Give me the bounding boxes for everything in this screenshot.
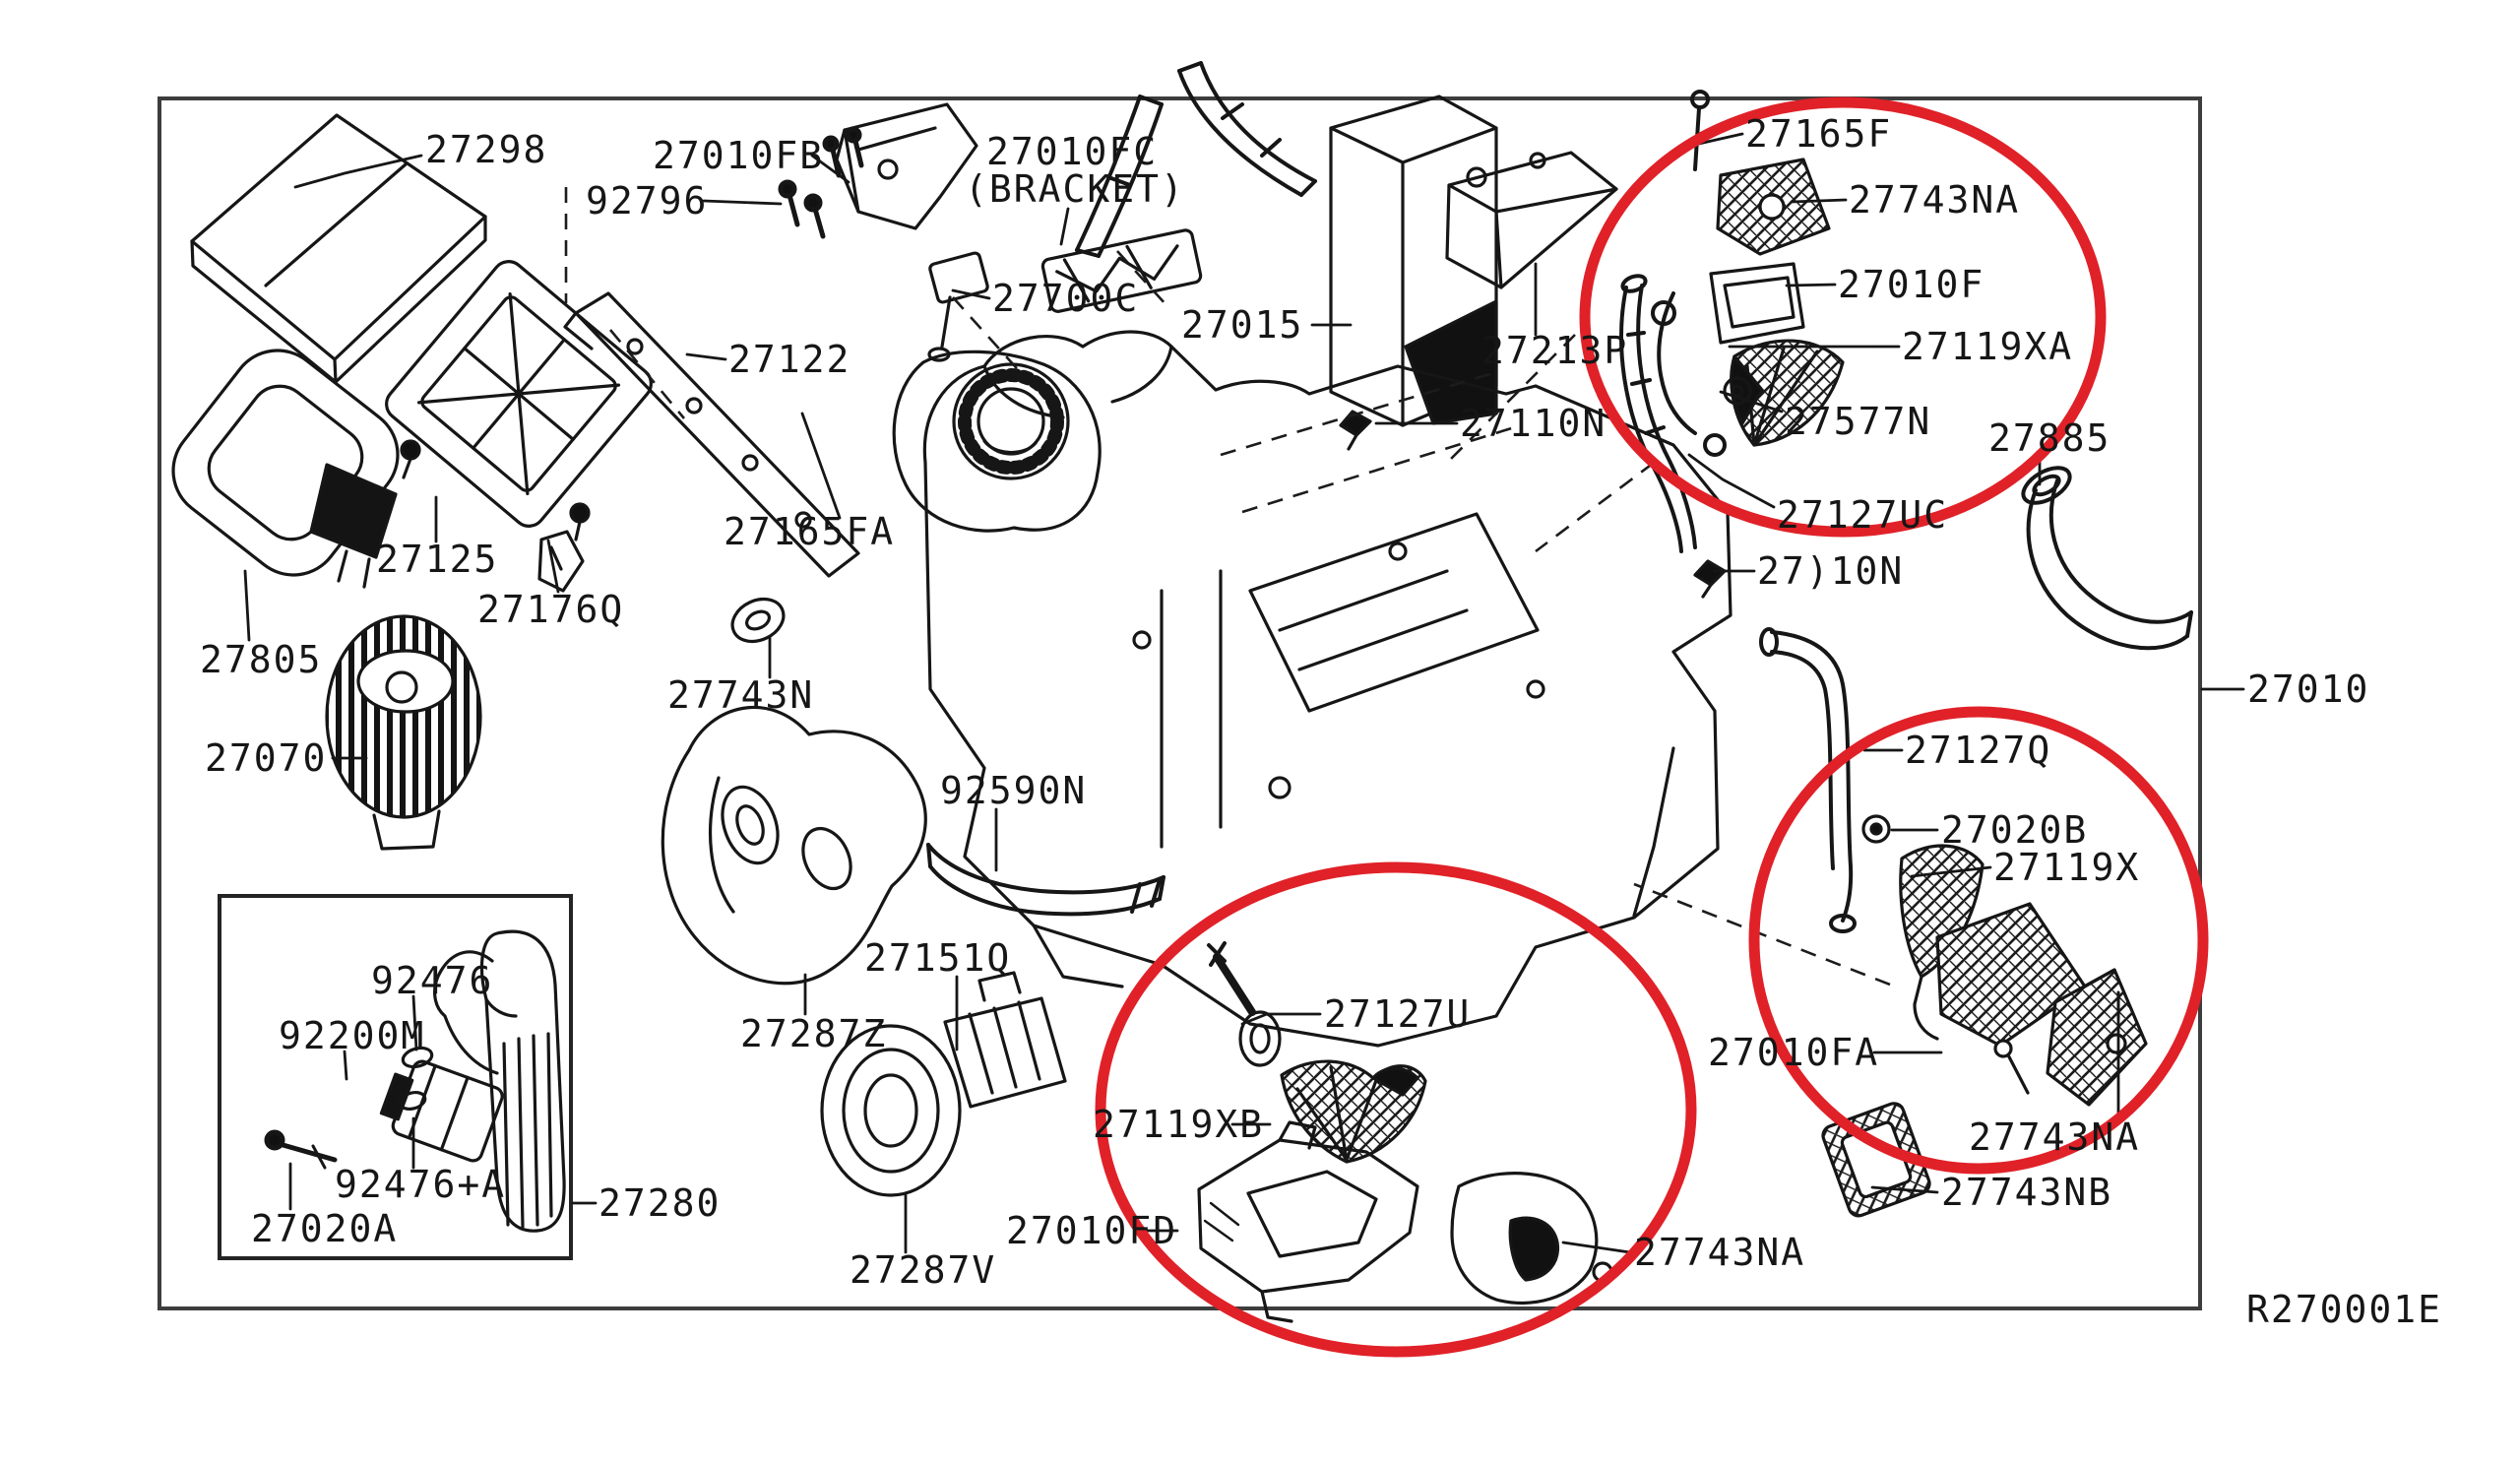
clip-27J10N-sketch xyxy=(1693,559,1727,599)
part-label-27805: 27805 xyxy=(200,638,323,681)
part-label-27020A: 27020A xyxy=(251,1207,399,1250)
part-label-27577N: 27577N xyxy=(1785,400,1932,443)
highlight-circles xyxy=(1095,96,2209,1358)
bracket-27010FC-sketch xyxy=(1040,228,1203,313)
part-label-27125: 27125 xyxy=(376,538,499,581)
tube-27127UC-sketch xyxy=(1619,274,1697,553)
highlight-circle-1 xyxy=(1579,96,2107,538)
cabin-filter-sketch xyxy=(190,113,487,384)
hose-92590N-sketch xyxy=(926,843,1166,917)
resistor-27151Q-sketch xyxy=(943,971,1067,1109)
part-label-27700C: 27700C xyxy=(992,277,1140,320)
heater-core-sketch xyxy=(1329,95,1498,427)
part-label-27280: 27280 xyxy=(598,1181,722,1225)
inset-box xyxy=(218,894,573,1260)
washer-92476A-sketch xyxy=(398,1090,427,1112)
part-label-27010FA: 27010FA xyxy=(1708,1031,1880,1074)
part-label-27165FA: 27165FA xyxy=(724,510,896,553)
actuator-27743NA-bottom-sketch xyxy=(1450,1172,1613,1305)
actuator-27743NA-top-sketch xyxy=(1716,158,1831,256)
part-label-27127UC: 27127UC xyxy=(1777,493,1949,537)
bracket-27010FB-sketch xyxy=(835,102,978,230)
part-label-27213P: 27213P xyxy=(1481,329,1629,372)
part-label-27151Q: 27151Q xyxy=(864,936,1012,980)
highlight-circle-3 xyxy=(1095,861,1697,1358)
part-label-2710N: 27)10N xyxy=(1757,549,1905,593)
link-rod-27577N-sketch xyxy=(1651,291,1727,457)
duct-27885-sketch xyxy=(2021,466,2193,651)
heater-pipes-sketch xyxy=(1075,61,1317,258)
dashed-guides xyxy=(564,187,1891,987)
part-label-27885: 27885 xyxy=(1988,416,2111,460)
link-arm-27127U-sketch xyxy=(1207,941,1282,1067)
part-label-27743NA: 27743NA xyxy=(1969,1115,2141,1159)
part-label-27010: 27010 xyxy=(2247,668,2370,711)
actuator-27010FA-sketch xyxy=(1935,902,2148,1107)
part-label-27010F: 27010F xyxy=(1838,263,1985,306)
highlight-circle-2 xyxy=(1748,706,2209,1175)
screws-92796-sketch xyxy=(778,126,864,239)
part-label-R270001E: R270001E xyxy=(2246,1288,2443,1331)
seal-ring-27287V-sketch xyxy=(820,1024,962,1197)
part-label-27010FC: 27010FC xyxy=(986,130,1159,173)
bracket-27010F-sketch xyxy=(1709,262,1805,345)
resistor-92200M-sketch xyxy=(379,1059,504,1163)
part-label-27127U: 27127U xyxy=(1324,992,1472,1036)
diagram-border xyxy=(158,96,2202,1310)
part-label-27743NA: 27743NA xyxy=(1634,1231,1806,1274)
part-label-27070: 27070 xyxy=(205,736,328,780)
part-label-27743NB: 27743NB xyxy=(1941,1171,2113,1214)
part-label-27020B: 27020B xyxy=(1941,808,2089,852)
bracket-27010FD-sketch xyxy=(1197,1120,1419,1323)
part-label-27165F: 27165F xyxy=(1745,112,1893,156)
hose-27127Q-sketch xyxy=(1759,627,1857,933)
blower-intake-ring-sketch xyxy=(892,350,1102,533)
part-label-27110N: 27110N xyxy=(1460,402,1607,445)
part-label-27176Q: 27176Q xyxy=(477,588,625,631)
part-label-27122: 27122 xyxy=(728,338,851,381)
part-label-27119X: 27119X xyxy=(1993,846,2141,889)
filter-frame-sketch xyxy=(385,260,653,528)
part-label-27119XA: 27119XA xyxy=(1902,325,2074,368)
part-label-27010FD: 27010FD xyxy=(1006,1209,1178,1252)
grommet-27020B-sketch xyxy=(1861,814,1891,844)
part-label-27010FB: 27010FB xyxy=(653,134,825,177)
part-label-92476+A: 92476+A xyxy=(335,1163,507,1206)
ball-joint-sketch xyxy=(1723,376,1752,406)
clip-27700C-sketch xyxy=(927,251,989,362)
intake-case-sketch xyxy=(661,705,927,986)
grommet-27743N-sketch xyxy=(730,597,786,644)
part-label-92796: 92796 xyxy=(586,179,709,223)
part-label-27298: 27298 xyxy=(425,128,548,171)
part-label-27127Q: 27127Q xyxy=(1905,729,2052,772)
frame-studs xyxy=(400,439,591,541)
vane-27119XB-sketch xyxy=(1280,1059,1427,1164)
part-label-27743NA: 27743NA xyxy=(1849,178,2021,222)
amp-27280-sketch xyxy=(433,929,566,1233)
rail-sketch xyxy=(563,291,860,578)
part-label-27015: 27015 xyxy=(1181,303,1304,347)
bracket-27176Q-sketch xyxy=(537,530,585,593)
part-label-27743N: 27743N xyxy=(667,673,815,717)
part-label-92200M: 92200M xyxy=(279,1014,426,1057)
part-label-BRACKET: (BRACKET) xyxy=(965,167,1185,211)
part-label-27287V: 27287V xyxy=(850,1248,997,1292)
blower-wheel-sketch xyxy=(325,614,482,851)
screw-27020A-sketch xyxy=(264,1129,338,1170)
bracket-27213P-sketch xyxy=(1445,151,1618,289)
part-label-27287Z: 27287Z xyxy=(740,1012,888,1055)
part-label-92590N: 92590N xyxy=(940,769,1088,812)
vane-27119XA-sketch xyxy=(1730,339,1845,447)
part-label-27119XB: 27119XB xyxy=(1093,1103,1265,1146)
part-label-92476: 92476 xyxy=(371,959,494,1002)
motor-shadow-sketch xyxy=(309,463,398,589)
clip-27110N-sketch xyxy=(1339,410,1372,451)
